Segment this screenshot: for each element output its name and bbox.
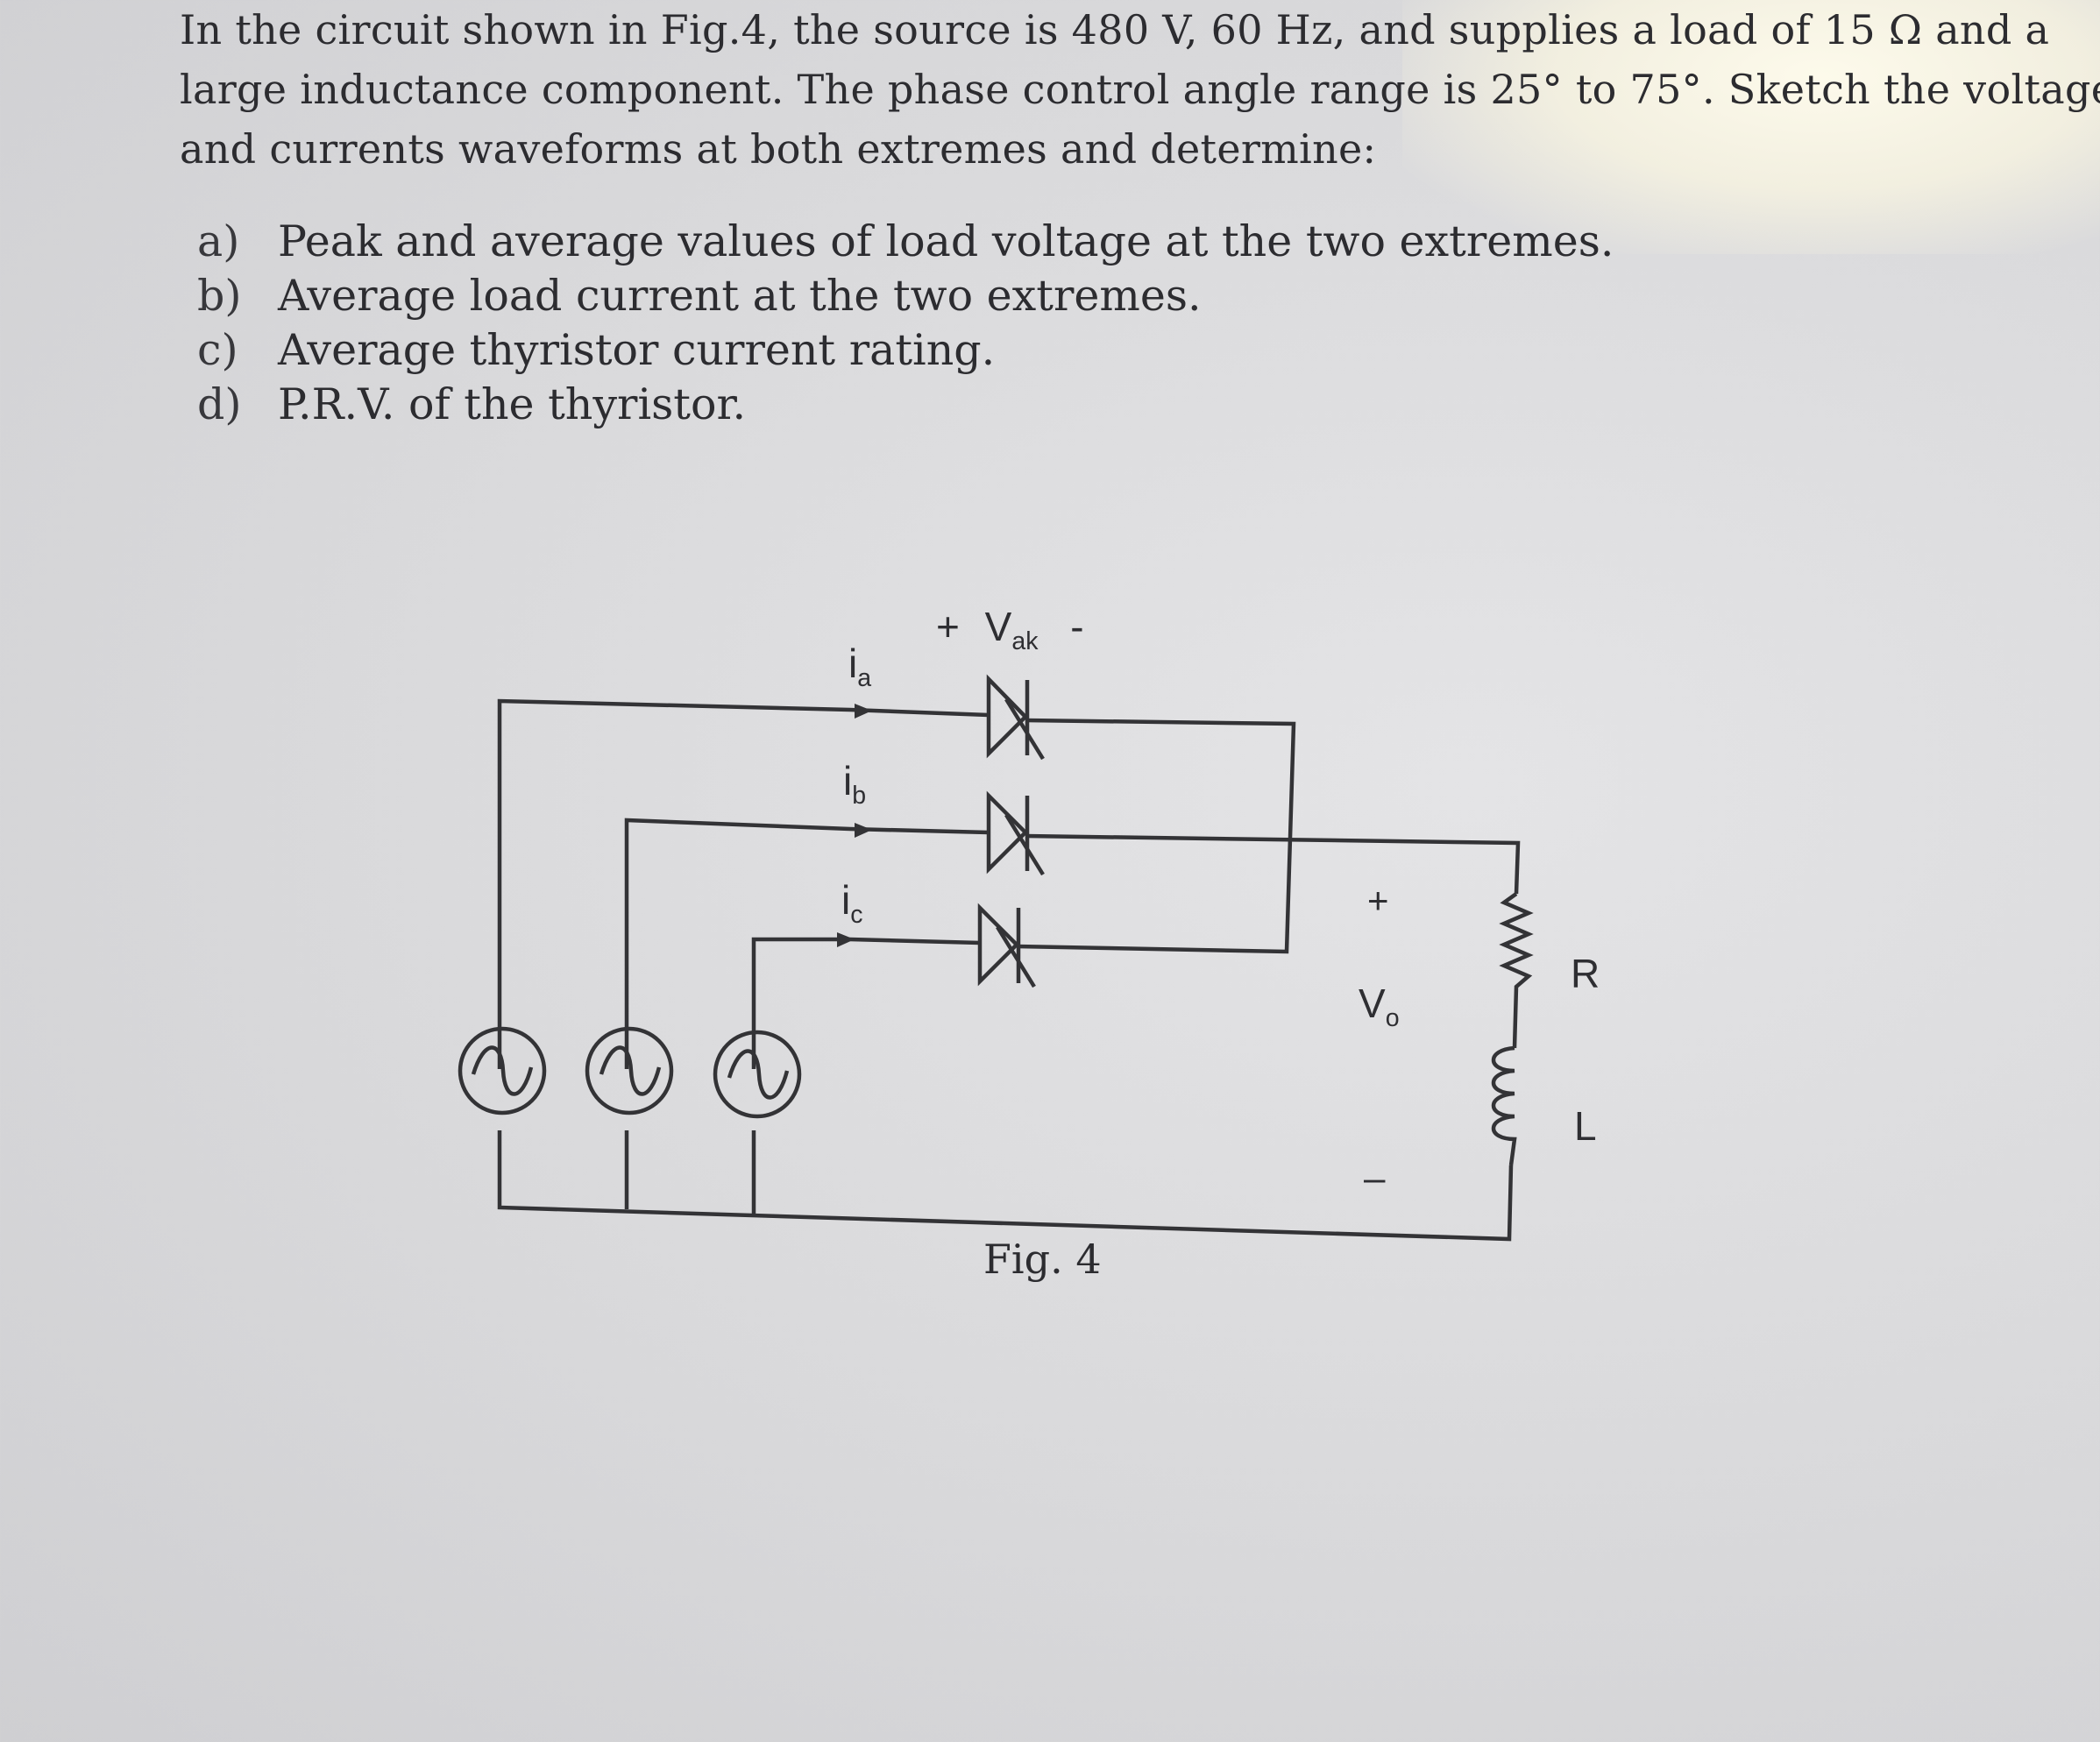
vak-symbol: V (984, 604, 1012, 649)
vak-subscript: ak (1011, 627, 1039, 655)
intro-line-1: In the circuit shown in Fig.4, the sourc… (180, 6, 2050, 53)
sine-wave-icon (727, 1049, 790, 1100)
question-item: d) P.R.V. of the thyristor. (197, 378, 1614, 432)
ib-subscript: b (852, 781, 867, 810)
item-text: Average thyristor current rating. (278, 325, 996, 375)
item-text: Peak and average values of load voltage … (278, 216, 1614, 266)
question-item: b) Average load current at the two extrem… (197, 269, 1614, 323)
current-arrow-ib (855, 823, 872, 838)
vak-label: + Vak - (936, 603, 1084, 655)
ac-source-b (585, 1026, 674, 1115)
question-item: c) Average thyristor current rating. (197, 323, 1614, 378)
item-marker: a) (197, 216, 240, 266)
wire-phase-a (497, 698, 990, 1069)
ac-source-a (458, 1026, 547, 1115)
figure-caption: Fig. 4 (983, 1236, 1102, 1283)
wire-cathode-bus (1016, 718, 1296, 954)
resistor-symbol (1499, 892, 1534, 1049)
intro-line-3: and currents waveforms at both extremes … (180, 125, 1377, 173)
vo-symbol: V (1359, 981, 1386, 1026)
vak-minus: - (1070, 604, 1084, 649)
ac-source-c (713, 1030, 802, 1119)
item-text: P.R.V. of the thyristor. (278, 379, 747, 429)
vo-subscript: o (1385, 1003, 1400, 1032)
current-label-ic: ic (841, 876, 863, 929)
current-arrow-ic (837, 932, 855, 947)
thyristor-c (977, 903, 1036, 988)
problem-intro: In the circuit shown in Fig.4, the sourc… (180, 0, 2100, 179)
current-arrow-ia (855, 704, 872, 719)
current-label-ib: ib (843, 757, 866, 810)
sine-wave-icon (599, 1045, 662, 1096)
item-text: Average load current at the two extremes… (278, 271, 1202, 321)
item-marker: d) (197, 379, 242, 429)
question-list: a) Peak and average values of load voltag… (197, 215, 1614, 432)
ic-symbol: i (841, 877, 851, 923)
vo-plus: + (1367, 880, 1389, 921)
item-marker: c) (197, 325, 238, 375)
inductor-label: L (1574, 1103, 1597, 1149)
item-marker: b) (197, 271, 242, 321)
vo-minus: – (1364, 1157, 1386, 1200)
ia-subscript: a (857, 663, 872, 692)
ib-symbol: i (843, 758, 853, 804)
wire-phase-c (751, 937, 981, 1069)
ic-subscript: c (850, 900, 863, 929)
problem-statement: In the circuit shown in Fig.4, the sourc… (180, 0, 2100, 429)
wire-neutral-return (497, 1130, 1514, 1242)
vak-plus: + (936, 604, 960, 649)
ia-symbol: i (848, 641, 858, 686)
resistor-label: R (1571, 951, 1600, 996)
vo-label: Vo (1359, 980, 1400, 1032)
wire-load-feed (1025, 833, 1521, 895)
wire-phase-b (624, 818, 990, 1069)
question-item: a) Peak and average values of load voltag… (197, 215, 1614, 269)
thyristor-a (986, 674, 1045, 761)
thyristor-b (986, 790, 1045, 876)
current-label-ia: ia (848, 640, 871, 692)
intro-line-2: large inductance component. The phase co… (180, 66, 2100, 113)
sine-wave-icon (471, 1045, 534, 1096)
inductor-symbol (1491, 1045, 1517, 1166)
